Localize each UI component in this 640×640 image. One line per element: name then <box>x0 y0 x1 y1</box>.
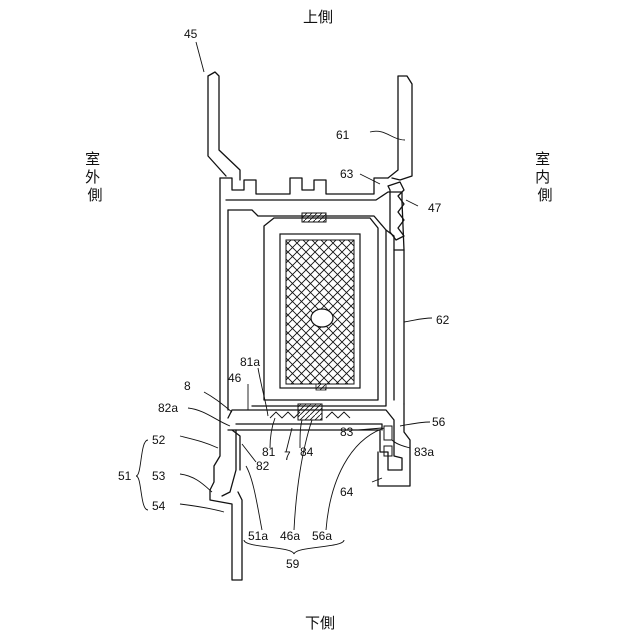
ref-62: 62 <box>436 313 450 327</box>
direction-top: 上側 <box>303 8 333 26</box>
ref-8: 8 <box>184 379 191 393</box>
ref-63: 63 <box>340 167 354 181</box>
ref-46a: 46a <box>280 529 300 543</box>
ref-81a: 81a <box>240 355 260 369</box>
outdoor-fin <box>208 72 240 180</box>
indoor-wall-62 <box>394 250 404 404</box>
glass-unit <box>280 234 360 390</box>
top-chamber <box>220 178 388 194</box>
ref-83: 83 <box>340 425 354 439</box>
bottom-plate <box>228 404 410 486</box>
ref-46: 46 <box>228 371 242 385</box>
weatherstrip-47 <box>388 182 404 240</box>
ref-51: 51 <box>118 469 132 483</box>
top-setting-block <box>302 213 326 222</box>
direction-outdoor: 室 外 側 <box>85 150 105 204</box>
ref-64: 64 <box>340 485 354 499</box>
ref-61: 61 <box>336 128 350 142</box>
ref-53: 53 <box>152 469 166 483</box>
bottom-fin <box>210 418 242 580</box>
upper-inner-chamber <box>226 192 402 202</box>
right-connect <box>386 202 404 250</box>
reference-labels: 45 61 63 47 62 81a 8 46 82a 56 83 52 83a… <box>118 27 450 571</box>
direction-bottom: 下側 <box>305 614 335 632</box>
direction-indoor: 室 内 側 <box>535 150 555 204</box>
ref-81: 81 <box>262 445 276 459</box>
ref-82: 82 <box>256 459 270 473</box>
ref-7: 7 <box>284 449 291 463</box>
ref-51a: 51a <box>248 529 268 543</box>
ref-82a: 82a <box>158 401 178 415</box>
bottom-setting-block <box>298 404 322 420</box>
ref-54: 54 <box>152 499 166 513</box>
ref-84: 84 <box>300 445 314 459</box>
ref-52: 52 <box>152 433 166 447</box>
ref-56a: 56a <box>312 529 332 543</box>
ref-56: 56 <box>432 415 446 429</box>
ref-59: 59 <box>286 557 300 571</box>
ref-47: 47 <box>428 201 442 215</box>
indoor-wall-61 <box>388 76 412 180</box>
ref-83a: 83a <box>414 445 434 459</box>
leader-lines <box>136 42 432 554</box>
ref-45: 45 <box>184 27 198 41</box>
